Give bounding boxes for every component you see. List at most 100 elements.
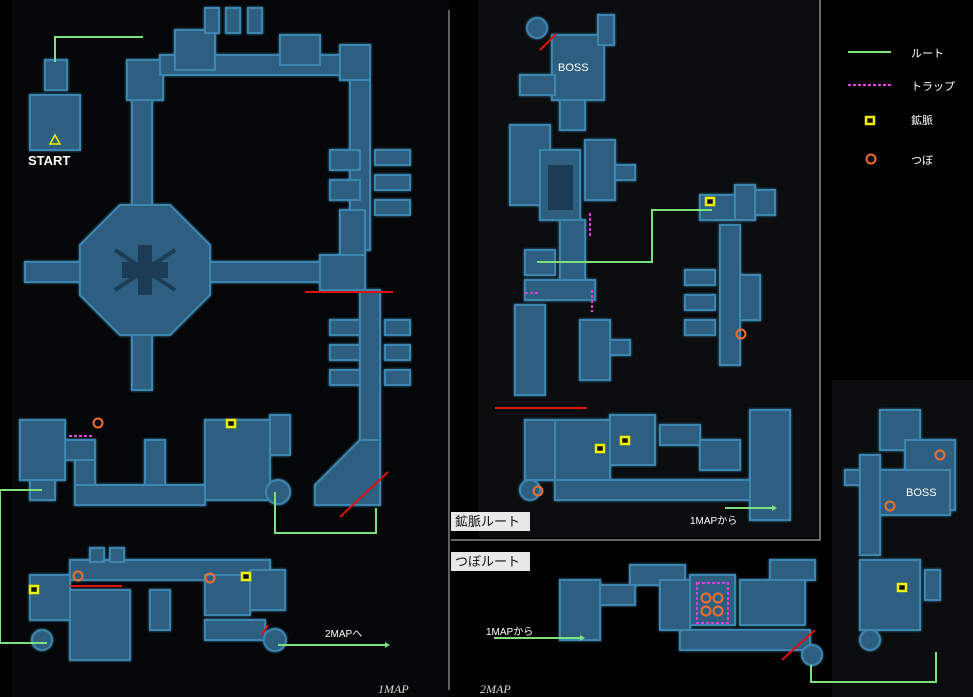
room [269,414,291,456]
start-room [29,94,81,151]
ore-vein-icon [864,115,876,126]
room [579,319,611,381]
from-1map-label-upper: 1MAPから [690,516,738,527]
room-round [263,628,287,652]
room [109,547,125,563]
legend-route: ルート [845,43,965,63]
boss-label-upper: BOSS [558,62,589,74]
room [19,419,66,481]
room-round [859,629,881,651]
blocked-wall [339,471,389,518]
legend-ore-text: 鉱脈 [911,115,933,127]
room [384,344,411,361]
room [69,589,131,661]
ore-vein-icon [28,584,40,595]
room-round [519,479,541,501]
ore-vein-icon [619,435,631,446]
room-round [31,629,53,651]
room [329,149,361,171]
trap-zone [696,582,729,624]
room [247,7,263,34]
room [614,164,636,181]
room [924,569,941,601]
arrow-icon [385,642,390,648]
route-line [537,209,712,263]
corridor [679,629,811,651]
room [279,34,321,66]
pot-route-tag: つぼルート [451,552,530,571]
arrow-icon [580,635,585,641]
room [684,319,716,336]
room-interior [548,165,573,210]
room [749,409,791,521]
room [844,469,861,486]
room [769,559,816,581]
room [329,344,361,361]
map2-frame [451,0,821,541]
pot-icon [712,605,724,617]
start-marker-icon [48,133,62,145]
corridor [524,279,596,301]
corridor [359,289,381,461]
corridor [131,99,153,206]
hub-spoke [113,248,177,292]
ore-vein-icon [240,571,252,582]
route-line [0,490,47,644]
ore-vein-icon [225,418,237,429]
boss-room-upper [551,34,605,101]
room [149,589,171,631]
from-1map-label-lower: 1MAPから [486,627,534,638]
room [319,254,366,291]
corridor [559,99,586,131]
room [684,269,716,286]
corridor [599,584,636,606]
room [734,184,756,221]
arrow-icon [772,505,777,511]
pot-icon [865,153,877,165]
room [204,7,220,34]
room [739,274,761,321]
pot-icon [204,572,216,584]
corridor [519,74,556,96]
corridor [74,484,206,506]
room [699,439,741,471]
corridor [719,224,741,366]
room [739,579,806,626]
corridor [64,439,96,461]
room [204,419,271,501]
boss-label-right: BOSS [906,487,937,499]
ore-route-tag: 鉱脈ルート [451,512,530,531]
room [339,44,371,81]
room [89,547,105,563]
pot-icon [72,570,84,582]
room [225,7,241,34]
map2-name: 2MAP [480,682,511,696]
room [384,369,411,386]
legend-trap: トラップ [845,76,965,96]
room [204,619,266,641]
room [374,199,411,216]
room [144,439,166,486]
room [584,139,616,201]
room [559,579,601,641]
pot-icon [712,592,724,604]
room [597,14,615,46]
room [339,209,366,256]
blocked-wall [539,33,557,51]
corridor [209,261,326,283]
ore-vein-icon [704,196,716,207]
room [514,304,546,396]
room-round [265,479,291,505]
pot-icon [700,605,712,617]
corridor [554,479,756,501]
room [609,339,631,356]
corridor [24,261,81,283]
room [384,319,411,336]
route-line [274,492,377,534]
start-label: START [28,153,71,168]
corridor-diagonal [314,439,381,506]
room-round [526,17,548,39]
room [524,419,556,481]
start-room [44,59,68,91]
